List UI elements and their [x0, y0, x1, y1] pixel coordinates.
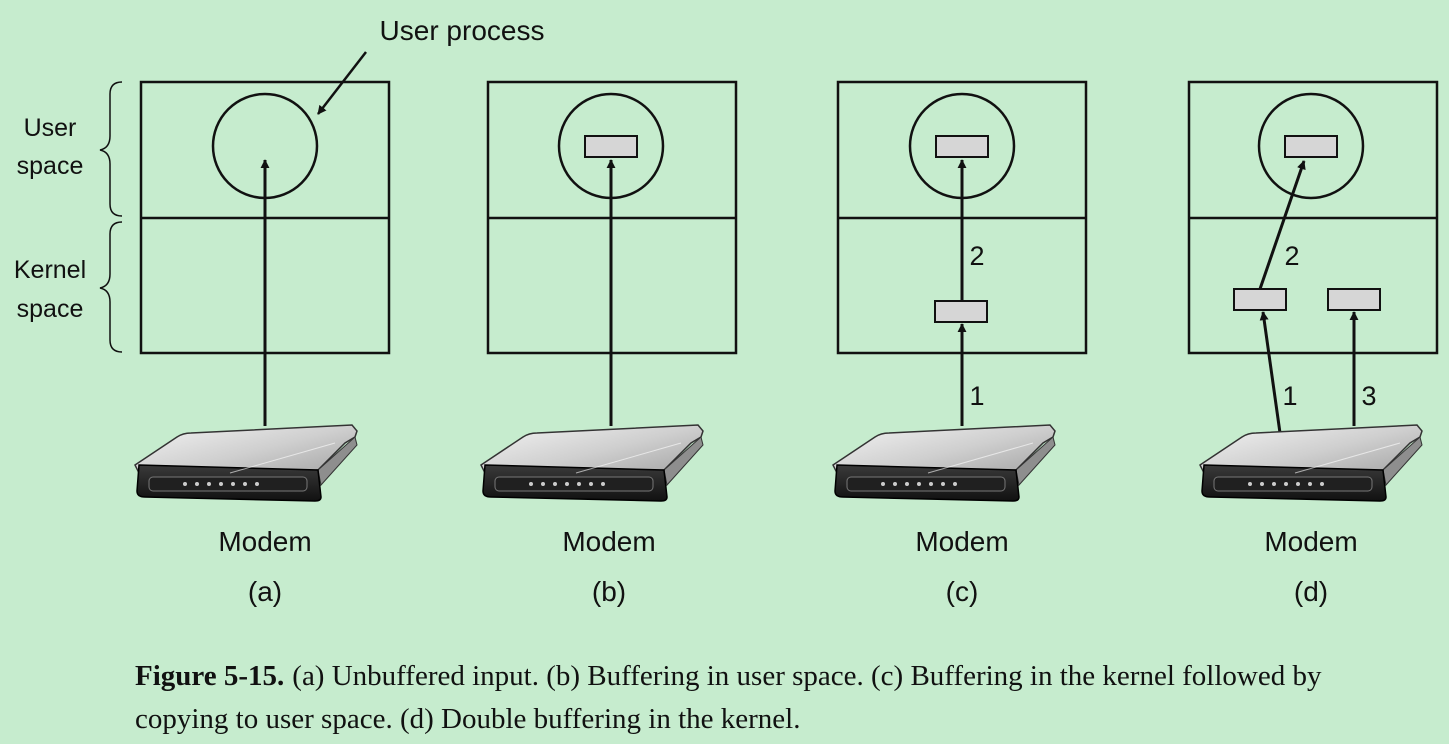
input-arrow-1 — [1259, 311, 1283, 441]
kernel-buffer-1 — [1233, 288, 1287, 311]
modem-label: Modem — [1264, 526, 1357, 557]
panel-d: 2 1 3 Modem (d) — [1187, 80, 1439, 607]
modem-label: Modem — [562, 526, 655, 557]
figure-number: Figure 5-15. — [135, 660, 285, 692]
modem-device — [134, 424, 358, 502]
svg-text:User: User — [24, 114, 77, 142]
buffering-diagram: User space Kernel space User process Mod… — [14, 15, 1439, 607]
user-space-label: User space — [17, 114, 84, 180]
user-process-label: User process — [380, 15, 545, 46]
panel-label: (b) — [592, 576, 626, 607]
panel-label: (a) — [248, 576, 282, 607]
kernel-space-brace — [99, 221, 123, 353]
modem-device — [1199, 424, 1423, 502]
kernel-space-label: Kernel space — [14, 256, 86, 323]
kernel-buffer-2 — [1327, 288, 1381, 311]
figure-caption: Figure 5-15.(a) Unbuffered input. (b) Bu… — [135, 655, 1335, 741]
step-label-2: 2 — [969, 241, 984, 271]
user-process-circle — [1257, 92, 1365, 200]
modem-label: Modem — [218, 526, 311, 557]
modem-device — [832, 424, 1056, 502]
svg-text:Kernel: Kernel — [14, 256, 86, 284]
step-label-2: 2 — [1284, 241, 1299, 271]
step-label-1: 1 — [969, 381, 984, 411]
svg-text:space: space — [17, 295, 84, 323]
panel-c: 2 1 Modem (c) — [832, 80, 1088, 607]
caption-text: (a) Unbuffered input. (b) Buffering in u… — [135, 660, 1322, 735]
user-space-brace — [99, 81, 123, 217]
panel-label: (d) — [1294, 576, 1328, 607]
panel-a: Modem (a) — [134, 80, 391, 607]
copy-arrow-2 — [1258, 160, 1306, 290]
modem-label: Modem — [915, 526, 1008, 557]
svg-text:space: space — [17, 152, 84, 180]
panel-label: (c) — [946, 576, 979, 607]
user-buffer — [1284, 135, 1338, 158]
kernel-buffer — [934, 300, 988, 323]
user-buffer — [584, 135, 638, 158]
panel-b: Modem (b) — [480, 80, 738, 607]
modem-device — [480, 424, 704, 502]
step-label-3: 3 — [1361, 381, 1376, 411]
step-label-1: 1 — [1282, 381, 1297, 411]
user-buffer — [935, 135, 989, 158]
